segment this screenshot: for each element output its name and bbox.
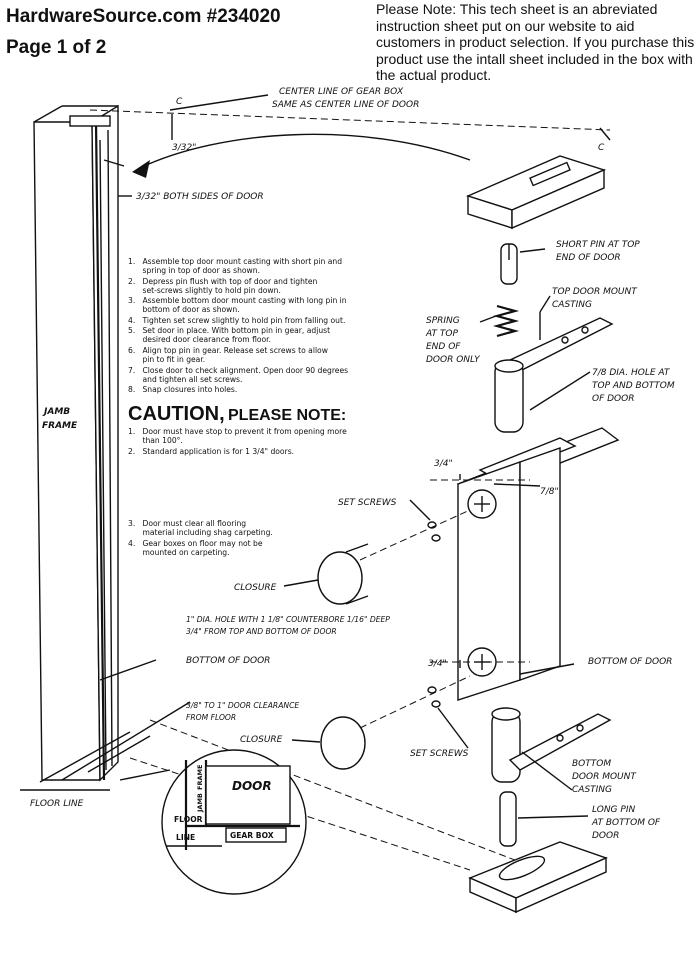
jamb-label-2: FRAME (42, 421, 78, 431)
dim-34-bottom: 3/4" (428, 659, 447, 669)
hole-label-3: OF DOOR (592, 394, 634, 404)
caution-block: CAUTION, PLEASE NOTE: 1. Door must have … (128, 403, 347, 557)
caution-line: than 100°. (128, 436, 183, 445)
caution-line: 3. Door must clear all flooring (128, 519, 246, 528)
page-indicator: Page 1 of 2 (6, 37, 107, 58)
bottom-door-right-label: BOTTOM OF DOOR (588, 657, 672, 667)
hole-label-2: TOP AND BOTTOM (592, 381, 675, 391)
gear-box-top (466, 155, 606, 230)
center-line-label-1: CENTER LINE OF GEAR BOX (279, 87, 404, 97)
caution-title-small: PLEASE NOTE: (228, 407, 346, 424)
step-line: 4. Tighten set screw slightly to hold pi… (128, 316, 345, 325)
spring (492, 304, 520, 338)
step-line: 6. Align top pin in gear. Release set sc… (128, 346, 328, 355)
long-pin-label-1: LONG PIN (592, 805, 635, 815)
short-pin-label-2: END OF DOOR (556, 253, 621, 263)
set-screws-bottom-label: SET SCREWS (410, 749, 469, 759)
set-screws-bottom (427, 686, 469, 749)
step-line: bottom of door as shown. (128, 305, 240, 314)
jamb-label-1: JAMB (42, 407, 70, 417)
spring-label-1: SPRING (426, 316, 460, 326)
clearance-label-2: FROM FLOOR (186, 713, 236, 722)
step-line: pin to fit in gear. (128, 355, 205, 364)
closure-top (283, 509, 471, 605)
bottom-mount-label-1: BOTTOM (572, 759, 611, 769)
bottom-door-left-label: BOTTOM OF DOOR (186, 656, 270, 666)
website-note: Please Note: This tech sheet is an abrev… (376, 1, 695, 83)
dim-78: 7/8" (540, 487, 559, 497)
detail-floor-label: FLOOR (174, 815, 203, 824)
jamb-frame (33, 104, 119, 782)
detail-gear-label: GEAR BOX (230, 831, 274, 840)
step-line: spring in top of door as shown. (128, 266, 260, 275)
detail-jamb-label-2: FRAME (196, 765, 204, 790)
step-line: 7. Close door to check alignment. Open d… (128, 366, 348, 375)
step-line: 8. Snap closures into holes. (128, 385, 237, 394)
closure-top-label: CLOSURE (234, 583, 277, 593)
step-line: desired door clearance from floor. (128, 335, 271, 344)
counterbore-label-1: 1" DIA. HOLE WITH 1 1/8" COUNTERBORE 1/1… (186, 615, 390, 624)
gear-box-floor (468, 841, 608, 914)
door-body (430, 447, 561, 701)
dim-34-top: 3/4" (434, 459, 453, 469)
center-line-leaders (89, 94, 611, 197)
caution-line: mounted on carpeting. (128, 548, 230, 557)
caution-line: 1. Door must have stop to prevent it fro… (128, 427, 347, 436)
closure-bottom-label: CLOSURE (240, 735, 283, 745)
cl-mark-right: C (598, 143, 605, 153)
long-pin (499, 791, 517, 847)
short-pin (500, 243, 518, 285)
top-mount-label-1: TOP DOOR MOUNT (552, 287, 638, 297)
top-door-mount-casting (494, 317, 614, 433)
short-pin-label-1: SHORT PIN AT TOP (556, 240, 640, 250)
step-line: 2. Depress pin flush with top of door an… (128, 277, 318, 286)
bottom-mount-label-3: CASTING (572, 785, 612, 795)
detail-jamb-label-1: JAMB (196, 793, 204, 813)
detail-line-label: LINE (176, 833, 195, 842)
clearance-label-1: 3/8" TO 1" DOOR CLEARANCE (186, 701, 299, 710)
step-line: 3. Assemble bottom door mount casting wi… (128, 296, 347, 305)
counterbore-label-2: 3/4" FROM TOP AND BOTTOM OF DOOR (186, 627, 337, 636)
spring-label-2: AT TOP (425, 329, 458, 339)
set-screws-top-label: SET SCREWS (338, 498, 397, 508)
step-line: 5. Set door in place. With bottom pin in… (128, 326, 330, 335)
bottom-door-mount-casting (491, 707, 612, 783)
caution-line: material including shag carpeting. (128, 528, 273, 537)
label-leaders (99, 248, 591, 819)
spring-label-3: END OF (426, 342, 461, 352)
caution-line: 4. Gear boxes on floor may not be (128, 539, 263, 548)
long-pin-label-2: AT BOTTOM OF (591, 818, 661, 828)
dim-top-label: 3/32" (172, 143, 196, 153)
closure-bottom (291, 675, 471, 770)
hole-label-1: 7/8 DIA. HOLE AT (592, 368, 671, 378)
floor-line-label: FLOOR LINE (30, 799, 84, 809)
detail-circle (119, 749, 307, 895)
caution-line: 2. Standard application is for 1 3/4" do… (128, 447, 294, 456)
long-pin-label-3: DOOR (592, 831, 619, 841)
both-sides-label: 3/32" BOTH SIDES OF DOOR (136, 192, 264, 202)
spring-label-4: DOOR ONLY (426, 355, 481, 365)
header-title: HardwareSource.com #234020 (6, 6, 281, 27)
caution-title-big: CAUTION, (128, 403, 225, 425)
center-line-label-2: SAME AS CENTER LINE OF DOOR (272, 100, 419, 110)
bottom-mount-label-2: DOOR MOUNT (572, 772, 637, 782)
step-line: set-screws slightly to hold pin down. (128, 286, 281, 295)
cl-mark-left: C (176, 97, 183, 107)
instruction-steps: 1. Assemble top door mount casting with … (128, 257, 348, 394)
detail-door-label: DOOR (232, 779, 272, 793)
step-line: 1. Assemble top door mount casting with … (128, 257, 342, 266)
step-line: and tighten all set screws. (128, 375, 242, 384)
top-mount-label-2: CASTING (552, 300, 592, 310)
